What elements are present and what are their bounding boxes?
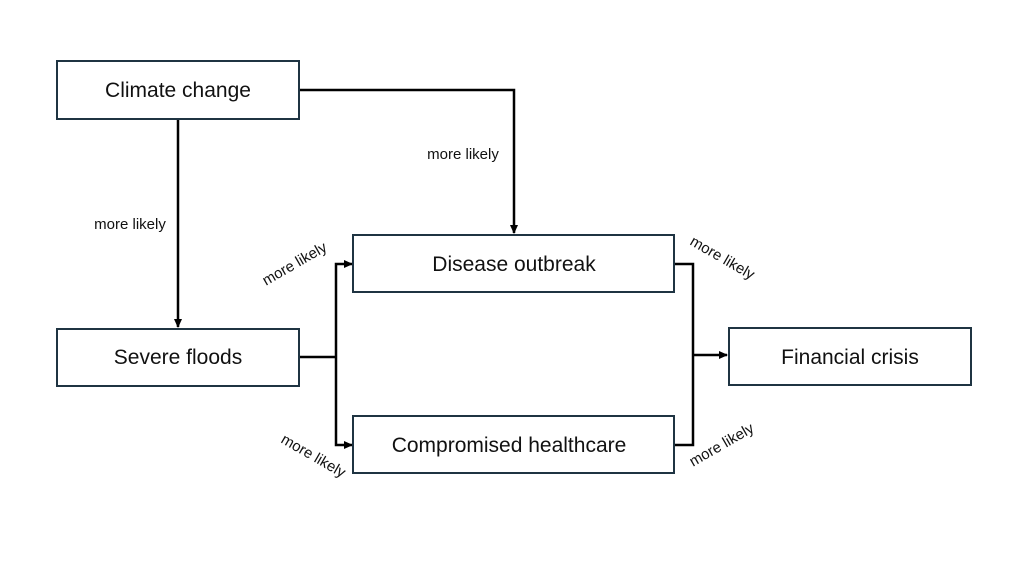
node-label-financial-crisis: Financial crisis xyxy=(781,346,919,369)
edge-floods-to-healthcare xyxy=(334,357,353,449)
edge-floods-to-disease xyxy=(334,260,353,357)
edges xyxy=(174,88,728,449)
node-climate-change: Climate change xyxy=(56,60,300,120)
node-disease-outbreak: Disease outbreak xyxy=(352,234,675,293)
node-label-climate-change: Climate change xyxy=(105,79,251,102)
edge-label-floods-to-disease: more likely xyxy=(259,239,330,290)
edge-disease-to-merge xyxy=(675,262,695,355)
node-compromised-healthcare: Compromised healthcare xyxy=(352,415,675,474)
node-severe-floods: Severe floods xyxy=(56,328,300,387)
node-label-disease-outbreak: Disease outbreak xyxy=(432,253,596,276)
edge-label-healthcare-to-financial: more likely xyxy=(686,420,757,471)
node-financial-crisis: Financial crisis xyxy=(728,327,972,386)
edge-healthcare-to-merge xyxy=(675,355,695,447)
edge-label-climate-to-floods: more likely xyxy=(94,216,166,233)
edge-label-floods-to-healthcare: more likely xyxy=(278,431,349,482)
edge-climate-to-disease xyxy=(300,88,518,234)
node-label-compromised-healthcare: Compromised healthcare xyxy=(392,434,627,457)
node-label-severe-floods: Severe floods xyxy=(114,346,242,369)
edge-label-disease-to-financial: more likely xyxy=(687,233,758,284)
edge-label-climate-to-disease: more likely xyxy=(427,146,499,163)
